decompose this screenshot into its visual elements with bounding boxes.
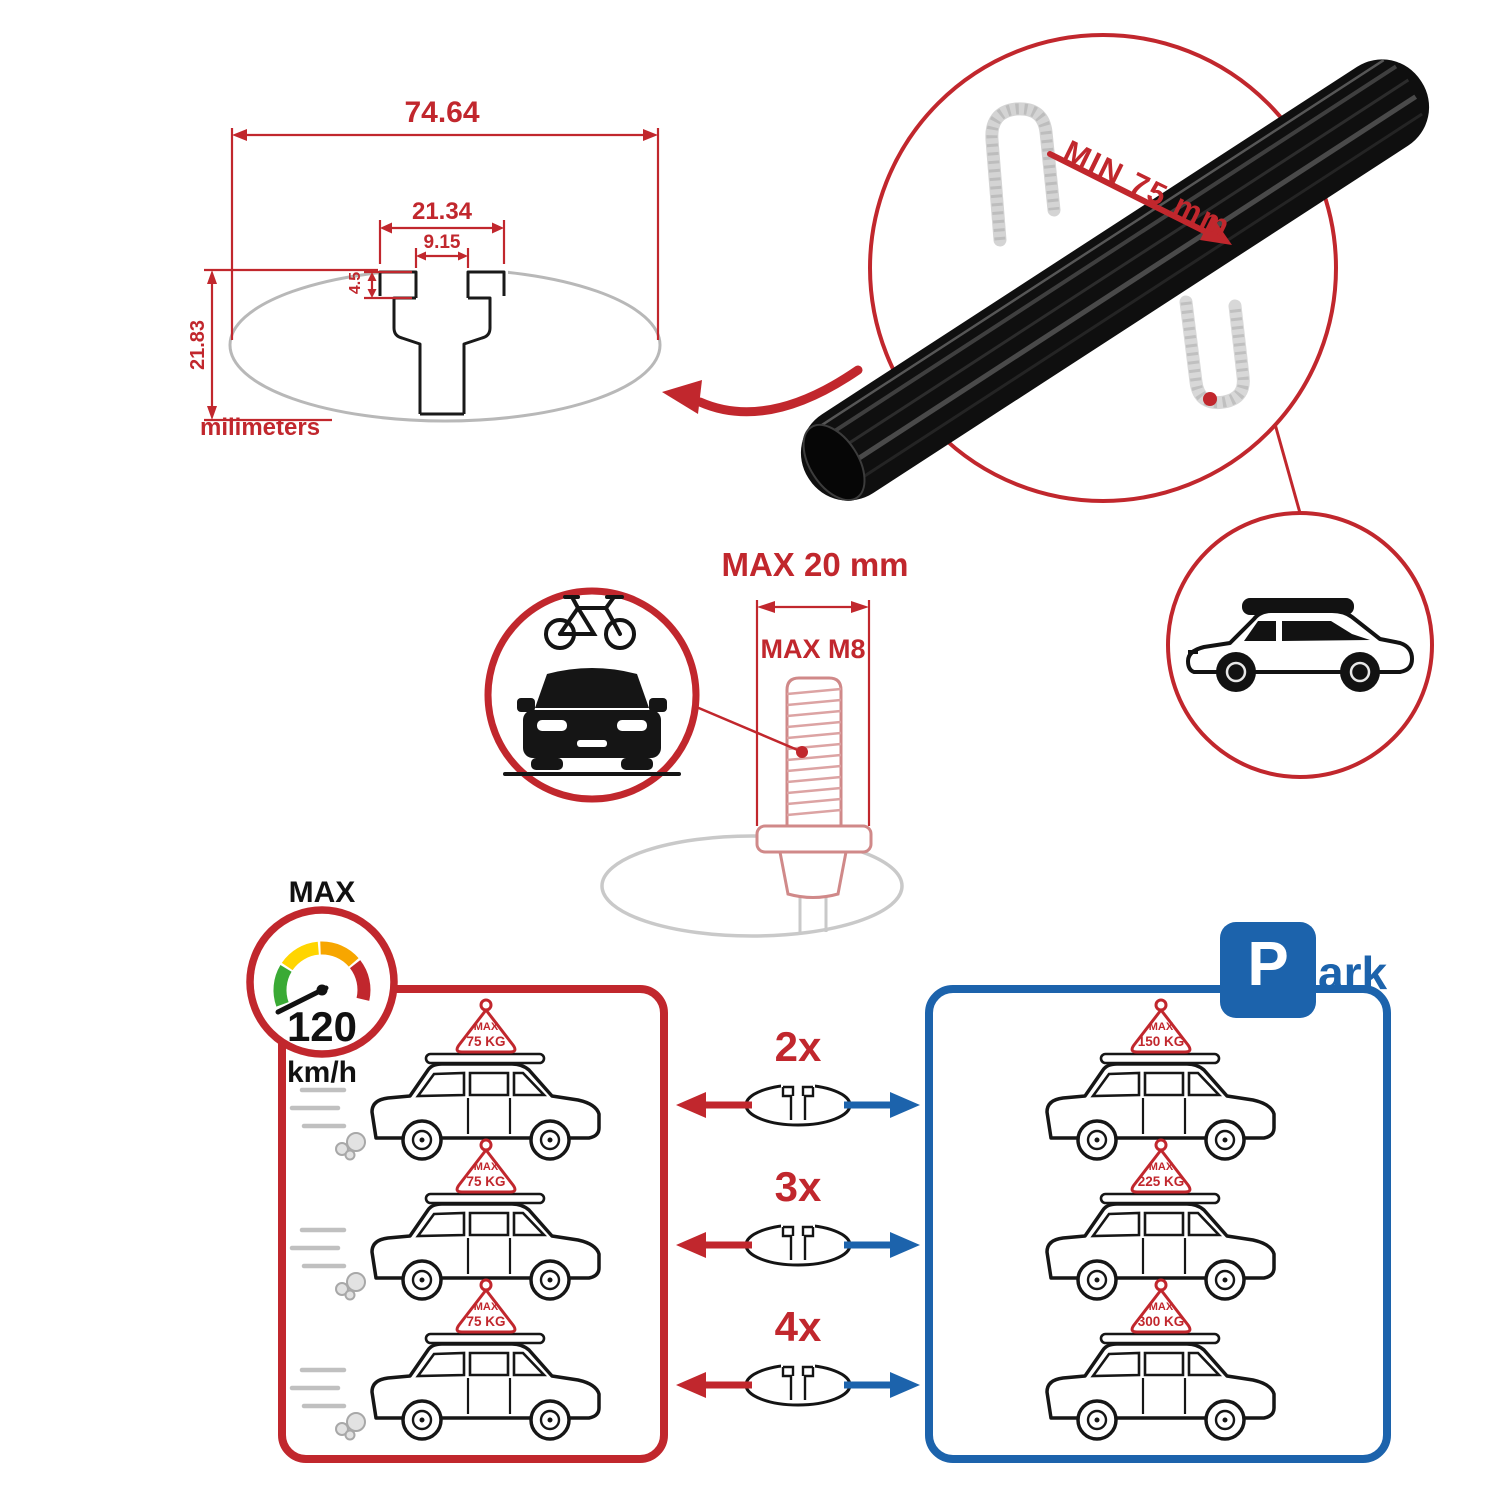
bolt-leader-line: [693, 704, 801, 753]
crossbar-render-inset: [800, 33, 1430, 514]
exhaust-puffs-2: [335, 1272, 366, 1301]
driving-load-tag-1: [455, 998, 517, 1054]
t-slot-profile: [378, 270, 506, 416]
bolt-diagram: [600, 600, 904, 938]
motion-lines-1: [289, 1087, 347, 1129]
suv-roofbox-inset: [1166, 511, 1434, 779]
driving-capacity-box: [278, 985, 668, 1463]
motion-lines-3: [289, 1367, 347, 1409]
crossbar-oval-1: [744, 1080, 852, 1127]
t-bolt: [755, 676, 873, 899]
motion-lines-2: [289, 1227, 347, 1269]
dimension-lines: [204, 128, 660, 422]
row-arrows: [676, 1092, 920, 1398]
capacity-rows-art: [289, 998, 1276, 1441]
driving-car-3: [370, 1332, 601, 1441]
driving-load-tag-2: [455, 1138, 517, 1194]
parked-capacity-box: [925, 985, 1391, 1463]
profile-dimension-drawing: [204, 128, 863, 423]
inset-connector-line: [1273, 423, 1302, 514]
car-bike-inset: [484, 587, 700, 803]
bolt-dimension: [755, 600, 871, 826]
mounting-hook-front: [1179, 295, 1250, 410]
parked-car-3: [1045, 1332, 1276, 1441]
bolt-leader-dot: [796, 746, 808, 758]
crossbar-oval-3: [744, 1360, 852, 1407]
speed-gauge: [246, 906, 398, 1058]
crossbar-oval-2: [744, 1220, 852, 1267]
driving-load-tag-3: [455, 1278, 517, 1334]
min-span-arrow: [1047, 151, 1232, 245]
exhaust-puffs-1: [335, 1132, 366, 1161]
exhaust-puffs-3: [335, 1412, 366, 1441]
hook-marker-dot: [1203, 392, 1217, 406]
parked-load-tag-3: [1130, 1278, 1192, 1334]
parked-load-tag-1: [1130, 998, 1192, 1054]
mounting-hook-rear: [985, 102, 1061, 247]
pointer-arrow: [662, 365, 863, 417]
crossbar-render: [800, 59, 1430, 502]
parked-load-tag-2: [1130, 1138, 1192, 1194]
